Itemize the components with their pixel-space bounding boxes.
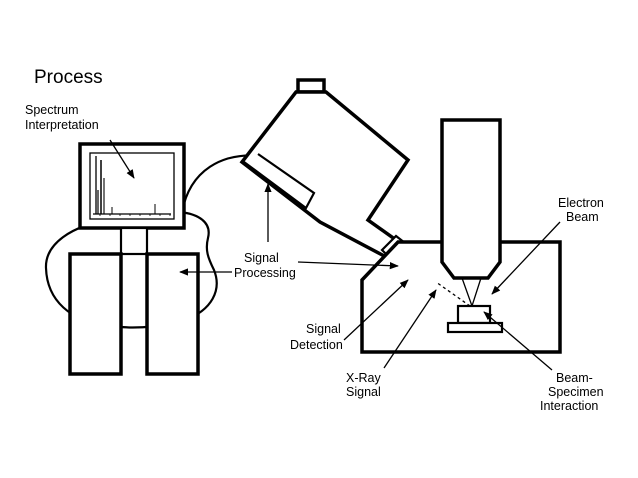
label-arrows [109, 139, 561, 371]
label-electron-beam-2: Beam [566, 210, 599, 224]
computer-workstation [44, 142, 263, 376]
cpu-tower-right [145, 252, 200, 376]
label-xray-2: Signal [346, 385, 381, 399]
label-signal-processing-1: Signal [244, 251, 279, 265]
arrow-processing-detector [297, 261, 399, 270]
label-interaction-2: Specimen [548, 385, 604, 399]
label-spectrum-2: Interpretation [25, 118, 99, 132]
arrow-detection [343, 279, 409, 341]
diagram-title: Process [34, 67, 103, 88]
label-xray-1: X-Ray [346, 371, 381, 385]
arrow-interaction [483, 311, 553, 371]
label-interaction-1: Beam- [556, 371, 593, 385]
specimen [456, 304, 492, 325]
signal-processing-panel [243, 153, 316, 210]
spectrum-plot [93, 156, 171, 216]
detector-cap [296, 78, 326, 94]
detector-body [239, 90, 411, 261]
label-electron-beam-1: Electron [558, 196, 604, 210]
label-signal-detection-1: Signal [306, 322, 341, 336]
label-signal-processing-2: Processing [234, 266, 296, 280]
electron-column [440, 118, 502, 280]
arrow-xray [383, 289, 437, 369]
specimen-chamber [360, 240, 562, 354]
xray-signal-path [435, 281, 471, 307]
specimen-stage [446, 321, 504, 334]
microscope [360, 118, 562, 354]
label-interaction-3: Interaction [540, 399, 598, 413]
arrow-electron-beam [491, 221, 561, 295]
monitor-stand [119, 226, 149, 256]
cpu-tower-left [68, 252, 123, 376]
monitor-screen [89, 152, 175, 220]
label-signal-detection-2: Detection [290, 338, 343, 352]
arrow-spectrum [109, 139, 135, 179]
label-spectrum-1: Spectrum [25, 103, 79, 117]
